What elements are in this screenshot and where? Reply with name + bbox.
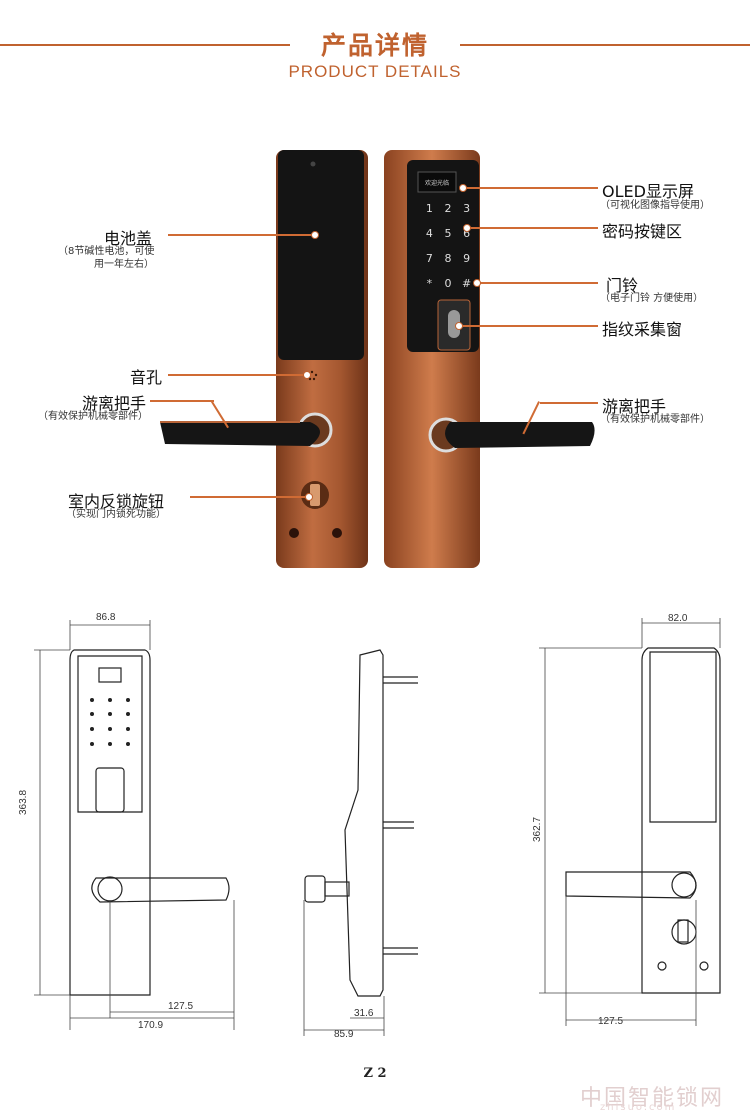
- callout-battery-note-2: 用一年左右）: [94, 259, 154, 270]
- callout-battery-note: （8节碱性电池，可使: [58, 246, 155, 257]
- dim-front-total: 170.9: [138, 1020, 164, 1031]
- dim-back-width: 82.0: [668, 613, 688, 624]
- keypad-key: 4: [425, 227, 433, 240]
- page-subtitle: PRODUCT DETAILS: [288, 62, 462, 81]
- dim-front-height: 363.8: [18, 789, 29, 815]
- dim-side-thick: 31.6: [354, 1008, 374, 1019]
- keypad-key: 6: [463, 227, 471, 240]
- keypad-key: 5: [444, 227, 452, 240]
- callout-line: [168, 374, 306, 376]
- callout-dot: [305, 493, 313, 501]
- dim-back-height: 362.7: [532, 816, 543, 842]
- keypad-key: #: [462, 277, 472, 290]
- callout-handle-right-note: （有效保护机械零部件）: [600, 414, 710, 425]
- dim-front-width: 86.8: [96, 612, 116, 623]
- header-rule-left: [0, 44, 290, 46]
- side-view-drawing: [304, 649, 418, 997]
- front-view-drawing: [69, 649, 230, 996]
- dim-back-handle: 127.5: [598, 1016, 624, 1027]
- dim-side-total: 85.9: [334, 1029, 354, 1040]
- callout-oled: OLED显示屏: [602, 182, 694, 201]
- page-title: 产品详情: [320, 31, 429, 60]
- callout-line: [462, 187, 598, 189]
- callout-dot: [459, 184, 467, 192]
- callout-dot: [463, 224, 471, 232]
- outdoor-lock-body: 欢迎光临: [384, 150, 595, 568]
- callout-dot: [455, 322, 463, 330]
- callout-line: [466, 227, 598, 229]
- keypad-key: 2: [444, 202, 452, 215]
- callout-line: [150, 400, 214, 402]
- dim-front-handle: 127.5: [168, 1001, 194, 1012]
- header-rule-right: [460, 44, 750, 46]
- callout-line: [540, 402, 598, 404]
- callout-handle-left: 游离把手: [82, 394, 147, 413]
- callout-doorbell: 门铃: [606, 276, 639, 295]
- callout-inner-knob-note: （实现门内锁死功能）: [66, 509, 166, 520]
- callout-handle-right: 游离把手: [602, 397, 667, 416]
- watermark: 中国智能锁网: [580, 1086, 725, 1111]
- callout-line: [168, 234, 314, 236]
- dimension-lines: [34, 618, 721, 1036]
- watermark-url: zhisuo.com: [600, 1102, 677, 1113]
- callout-dot: [303, 371, 311, 379]
- indoor-lock-body: [160, 150, 368, 568]
- keypad-key: 8: [444, 252, 452, 265]
- keypad-key: 9: [463, 252, 471, 265]
- back-view-drawing: [565, 647, 721, 994]
- svg-text:欢迎光临: 欢迎光临: [425, 179, 449, 187]
- front-view-keys: [90, 698, 130, 746]
- callout-speaker: 音孔: [130, 368, 163, 387]
- callout-line: [190, 496, 308, 498]
- callout-oled-note: （可视化图像指导使用）: [600, 200, 710, 211]
- keypad-key: 7: [425, 252, 433, 265]
- keypad-key: 1: [425, 202, 433, 215]
- callout-battery-cover: 电池盖: [104, 229, 153, 248]
- keypad: 1 2 3 4 5 6 7 8 9 * 0 #: [420, 202, 476, 290]
- callout-keypad: 密码按键区: [602, 222, 683, 241]
- callout-fingerprint: 指纹采集窗: [602, 320, 683, 339]
- callout-line: [458, 325, 598, 327]
- callout-dot: [473, 279, 481, 287]
- callout-inner-knob: 室内反锁旋钮: [68, 492, 165, 511]
- keypad-key: 0: [444, 277, 452, 290]
- callout-handle-left-note: （有效保护机械零部件）: [38, 411, 148, 422]
- keypad-key: 3: [463, 202, 471, 215]
- callout-line: [476, 282, 598, 284]
- callout-doorbell-note: （电子门铃 方便使用）: [600, 293, 704, 304]
- keypad-key: *: [426, 277, 433, 290]
- callout-dot: [311, 231, 319, 239]
- page-footer: Z 2: [363, 1066, 387, 1081]
